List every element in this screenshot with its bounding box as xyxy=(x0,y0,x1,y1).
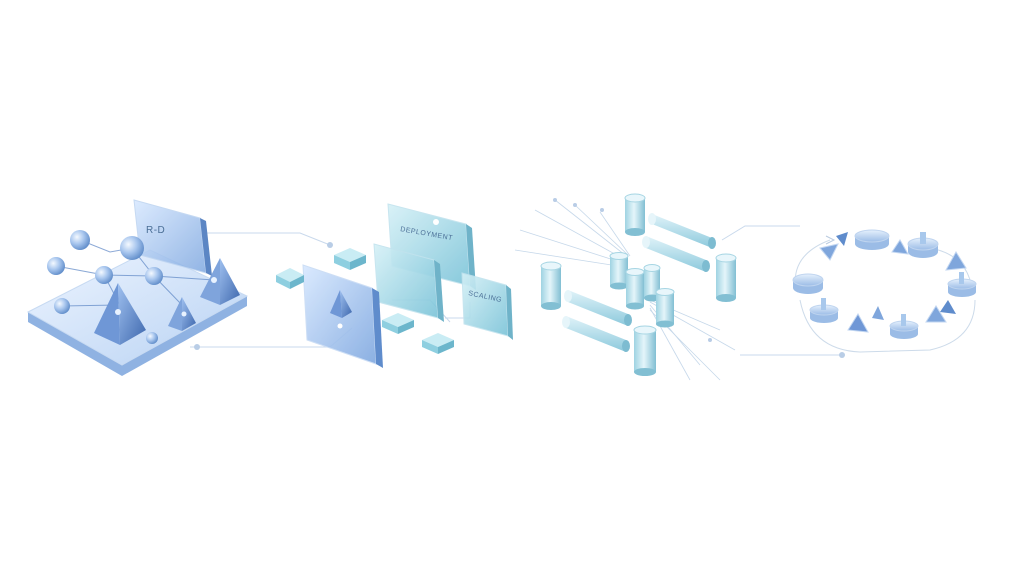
pin-marker xyxy=(901,314,906,326)
node-sphere xyxy=(146,332,158,344)
glass-panel-scaling xyxy=(461,272,509,337)
glow-dot xyxy=(115,309,121,315)
research-platform: R-D xyxy=(26,199,353,376)
glow-dot xyxy=(337,323,343,329)
connector-dot xyxy=(553,198,557,202)
pin-marker xyxy=(959,272,964,284)
glass-panel-edge xyxy=(372,288,383,368)
small-cube xyxy=(382,313,414,334)
glow-dot xyxy=(181,311,187,317)
node-sphere xyxy=(120,236,144,260)
cylinder xyxy=(624,193,646,236)
node-sphere xyxy=(70,230,90,250)
cylinder xyxy=(655,288,675,328)
pin-marker xyxy=(920,232,926,244)
pyramid-shape xyxy=(340,290,352,318)
cylinder xyxy=(715,253,737,302)
triangle-marker xyxy=(940,300,956,314)
disc-node xyxy=(792,273,824,294)
glow-dot xyxy=(433,219,439,225)
cylinder xyxy=(633,325,657,376)
node-sphere xyxy=(47,257,65,275)
connector-dot xyxy=(194,344,200,350)
arrow-icon xyxy=(825,235,836,245)
deployment-cluster: DEPLOYMENT SCALING xyxy=(276,203,513,368)
glow-dot xyxy=(211,277,217,283)
platform-base-side xyxy=(28,296,247,376)
glass-panel-edge xyxy=(466,224,476,290)
feedback-cycle xyxy=(792,229,977,353)
pyramid-shape xyxy=(330,290,342,318)
small-cube xyxy=(334,248,366,270)
connector-dot xyxy=(600,208,604,212)
panel-label-research: R-D xyxy=(146,225,165,236)
cycle-arc xyxy=(799,299,976,353)
pyramid-shape xyxy=(182,297,196,331)
scaling-cluster xyxy=(514,193,845,381)
cylinder xyxy=(540,261,562,310)
connector-dot xyxy=(573,203,577,207)
cylinder xyxy=(625,268,645,310)
triangle-marker xyxy=(872,306,884,320)
glass-panel-edge xyxy=(434,260,444,322)
connector-line xyxy=(721,225,800,241)
glass-panel-edge xyxy=(200,218,212,276)
pyramid-shape xyxy=(220,258,240,305)
horizontal-bar xyxy=(648,213,716,249)
cylinder xyxy=(609,252,629,290)
small-cube xyxy=(422,333,454,354)
pyramid-shape xyxy=(200,258,220,305)
horizontal-bar xyxy=(564,290,632,326)
horizontal-bar xyxy=(562,316,630,352)
triangle-marker xyxy=(945,251,967,271)
triangle-marker xyxy=(925,305,947,323)
radiating-lines xyxy=(514,199,736,381)
glass-panel-edge xyxy=(506,285,513,340)
triangle-marker xyxy=(836,232,848,246)
connector-dot xyxy=(839,352,845,358)
pyramid-shape xyxy=(118,283,146,345)
horizontal-bar xyxy=(642,236,710,272)
triangle-marker xyxy=(847,313,869,333)
disc-node xyxy=(854,229,890,250)
connector-dot xyxy=(327,242,333,248)
triangle-marker xyxy=(819,243,839,261)
triangle-marker xyxy=(891,239,909,255)
pyramid-shape xyxy=(168,297,182,331)
node-sphere xyxy=(54,298,70,314)
pin-marker xyxy=(821,298,826,310)
connector-line xyxy=(205,232,331,246)
disc-node xyxy=(907,237,939,258)
node-sphere xyxy=(145,267,163,285)
connector-dot xyxy=(708,338,712,342)
pyramid-shape xyxy=(94,283,120,345)
node-sphere xyxy=(95,266,113,284)
small-cube xyxy=(276,268,304,289)
